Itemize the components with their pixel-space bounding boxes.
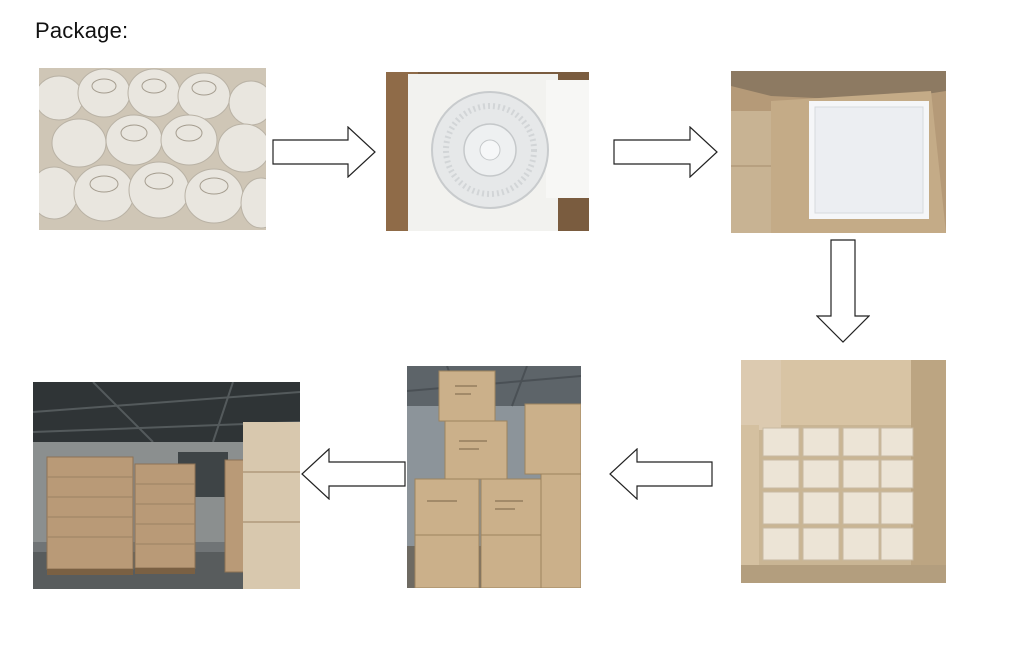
left-arrow-icon <box>609 448 713 500</box>
warehouse-pallets-photo <box>33 382 300 589</box>
left-arrow-icon <box>301 448 406 500</box>
filled-carton-photo <box>741 360 946 583</box>
foam-lined-carton-photo <box>731 71 946 233</box>
wrapped-glass-bowls-photo <box>39 68 266 230</box>
page-title: Package: <box>35 18 128 44</box>
right-arrow-icon <box>272 126 376 178</box>
right-arrow-icon <box>613 126 718 178</box>
down-arrow-icon <box>816 239 870 343</box>
bowl-on-foam-sheet-photo <box>386 72 589 231</box>
sealed-cartons-photo <box>407 366 581 588</box>
